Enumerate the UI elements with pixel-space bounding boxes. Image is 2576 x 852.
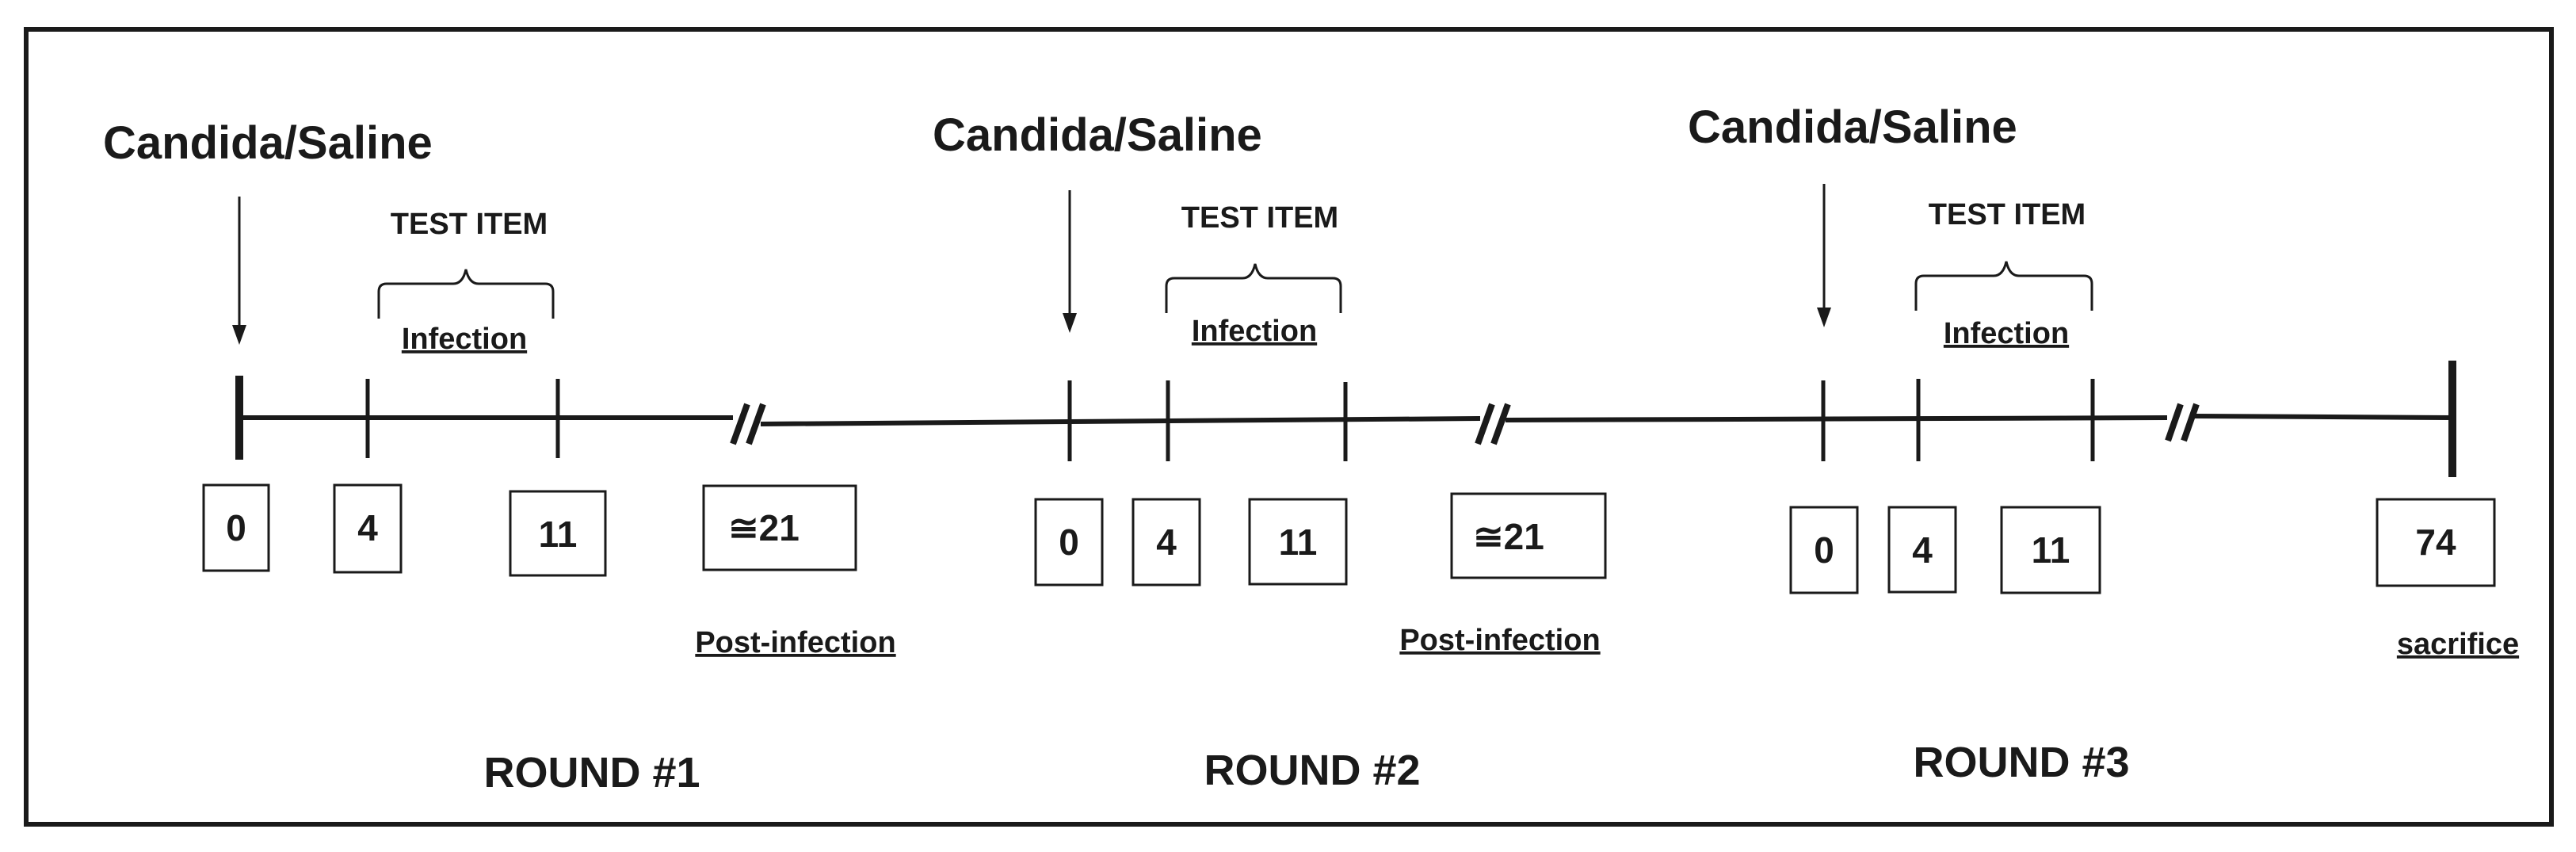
day-box [702, 484, 857, 571]
day-value: 0 [226, 507, 246, 548]
test-item-label: TEST ITEM [1929, 198, 2086, 231]
round-title: ROUND #3 [1913, 739, 2129, 786]
day-box [1887, 506, 1957, 594]
day-box [1789, 506, 1859, 594]
day-box [2000, 506, 2101, 594]
test-item-label: TEST ITEM [391, 208, 548, 241]
day-value: 11 [1279, 522, 1318, 563]
outer-frame [24, 27, 2554, 827]
round-3: Candida/Saline TEST ITEM Infection 0 4 1… [1688, 101, 2130, 786]
day-box [1450, 492, 1607, 579]
timeline-ticks [365, 379, 2095, 461]
day-value: 0 [1814, 529, 1834, 571]
round-2: Candida/Saline TEST ITEM Infection 0 4 1… [933, 109, 1607, 794]
bracket-icon [1165, 263, 1342, 313]
post-infection-label: Post-infection [695, 626, 895, 659]
day-box [333, 483, 403, 574]
round-1: Candida/Saline TEST ITEM Infection 0 4 1… [103, 117, 896, 797]
infection-label: Infection [402, 323, 527, 356]
day-value: ≅21 [1473, 516, 1544, 557]
round-title: ROUND #2 [1204, 747, 1420, 794]
day-value: 11 [2032, 529, 2070, 571]
treatment-label: Candida/Saline [1688, 101, 2017, 153]
down-arrow-icon [1063, 190, 1077, 333]
day-value: 4 [1156, 522, 1177, 563]
timeline-break-3 [2165, 403, 2200, 442]
treatment-label: Candida/Saline [103, 117, 433, 169]
treatment-label: Candida/Saline [933, 109, 1262, 161]
day-box [1034, 498, 1104, 586]
bracket-icon [1914, 261, 2093, 311]
day-box [2376, 498, 2496, 587]
day-box [1132, 498, 1201, 586]
round-title: ROUND #1 [483, 749, 700, 797]
day-value: 11 [539, 514, 578, 555]
timeline-break-1 [730, 403, 766, 445]
end-point: 74 sacrifice [2376, 498, 2519, 661]
day-value: 0 [1059, 522, 1079, 563]
sacrifice-label: sacrifice [2397, 628, 2519, 661]
infection-label: Infection [1944, 317, 2069, 350]
day-value: 4 [1912, 529, 1933, 571]
timeline-break-2 [1475, 403, 1511, 445]
post-infection-label: Post-infection [1399, 624, 1600, 657]
timeline-axis [239, 414, 2453, 426]
day-box [509, 490, 607, 577]
down-arrow-icon [1817, 184, 1831, 327]
day-value: ≅21 [728, 507, 800, 548]
test-item-label: TEST ITEM [1181, 201, 1338, 235]
day-value: 74 [2415, 522, 2456, 563]
infection-label: Infection [1192, 315, 1317, 348]
day-value: 4 [357, 507, 378, 548]
day-box [202, 483, 270, 572]
down-arrow-icon [232, 197, 246, 345]
day-box [1248, 498, 1348, 586]
bracket-icon [377, 269, 555, 319]
